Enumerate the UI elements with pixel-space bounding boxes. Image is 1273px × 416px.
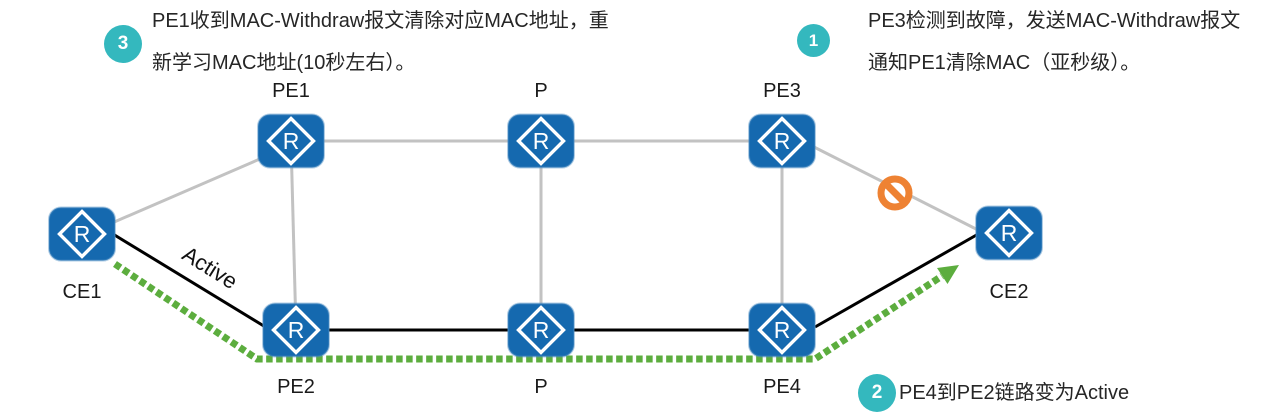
router-icon	[507, 302, 575, 358]
node-p-top: RP	[507, 80, 575, 169]
link-ce1-pe2	[107, 229, 273, 333]
router-glyph: R	[1001, 220, 1018, 246]
blocked-link-slash-icon	[884, 182, 906, 204]
router-diamond-icon	[516, 305, 566, 355]
router-icon	[748, 302, 816, 358]
node-pe3: R PE3	[748, 80, 816, 169]
node-label-p-bottom: P	[534, 376, 547, 398]
step-1-text: PE3检测到故障，发送MAC-Withdraw报文 通知PE1清除MAC（亚秒级…	[868, 0, 1240, 84]
router-glyph: R	[74, 221, 91, 247]
step-1-line-1: PE3检测到故障，发送MAC-Withdraw报文	[868, 10, 1241, 32]
step-2-badge: 2	[858, 374, 896, 412]
router-icon	[507, 113, 575, 169]
node-label-pe1: PE1	[272, 80, 310, 102]
router-diamond-icon	[984, 208, 1034, 258]
node-label-pe2: PE2	[277, 376, 315, 398]
router-glyph: R	[283, 128, 300, 154]
node-pe2: R PE2	[262, 302, 330, 398]
router-diamond-icon	[266, 116, 316, 166]
router-diamond-icon	[57, 209, 107, 259]
router-glyph: R	[533, 128, 550, 154]
router-icon	[257, 113, 325, 169]
router-icon	[48, 206, 116, 262]
node-label-ce2: CE2	[990, 281, 1029, 303]
step-3-line-1: PE1收到MAC-Withdraw报文清除对应MAC地址，重	[152, 10, 609, 32]
node-pe1: R PE1	[257, 80, 325, 169]
router-icon	[262, 302, 330, 358]
router-glyph: R	[533, 317, 550, 343]
link-pe4-ce2	[814, 231, 981, 329]
router-diamond-icon	[757, 116, 807, 166]
router-glyph: R	[288, 317, 305, 343]
node-p-bottom: RP	[507, 302, 575, 398]
router-diamond-icon	[757, 305, 807, 355]
router-diamond-icon	[271, 305, 321, 355]
step-3-text: PE1收到MAC-Withdraw报文清除对应MAC地址，重 新学习MAC地址(…	[152, 0, 609, 84]
link-pe1-pe2	[289, 140, 298, 331]
step-1-line-2: 通知PE1清除MAC（亚秒级）。	[868, 52, 1141, 74]
router-diamond-icon	[516, 116, 566, 166]
backup-path-arrowhead-icon	[937, 265, 959, 284]
node-label-p-top: P	[534, 80, 547, 102]
node-label-pe3: PE3	[763, 80, 801, 102]
active-link-label: Active	[178, 241, 242, 294]
link-ce1-pe1	[104, 150, 277, 228]
step-3-badge: 3	[104, 25, 142, 63]
node-pe4: R PE4	[748, 302, 816, 398]
router-icon	[748, 113, 816, 169]
node-label-pe4: PE4	[763, 376, 801, 398]
router-glyph: R	[774, 317, 791, 343]
node-ce2: R CE2	[975, 205, 1043, 303]
node-ce1: R CE1	[48, 206, 116, 303]
step-3-line-2: 新学习MAC地址(10秒左右）。	[152, 52, 416, 74]
step-2-line-1: PE4到PE2链路变为Active	[899, 382, 1130, 404]
step-1-badge: 1	[797, 24, 830, 57]
backup-path	[113, 261, 944, 363]
router-icon	[975, 205, 1043, 261]
node-label-ce1: CE1	[63, 281, 102, 303]
step-2-text: PE4到PE2链路变为Active	[899, 372, 1129, 414]
router-glyph: R	[774, 128, 791, 154]
